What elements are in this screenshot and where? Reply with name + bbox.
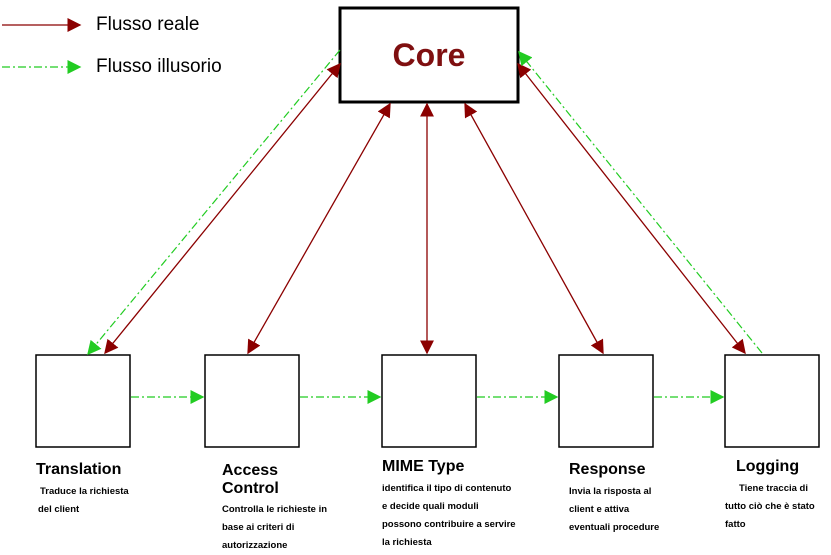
core-label: Core [392,36,466,73]
illusory-flow-core-to-translation [87,49,341,356]
desc-line: eventuali procedure [569,522,660,533]
desc-line: la richiesta [382,537,432,548]
desc-line: Tiene traccia di [739,483,808,494]
desc-line: autorizzazione [222,540,288,551]
module-desc-access-control: Controlla le richieste in base ai criter… [222,501,327,555]
module-title-mime-type: MIME Type [382,458,465,475]
legend-illusory-label: Flusso illusorio [96,56,222,77]
module-desc-mime-type: identifica il tipo di contenuto e decide… [382,480,516,552]
module-box-logging [724,354,820,448]
module-box-translation [35,354,131,448]
illusory-flow-logging-to-core [518,50,763,354]
desc-line: client e attiva [569,504,630,515]
legend-real-label: Flusso reale [96,14,200,35]
module-desc-logging: Tiene traccia di tutto ciò che è stato f… [725,480,815,534]
core-box [338,6,520,104]
real-flow-response [464,102,604,355]
module-desc-response: Invia la risposta al client e attiva eve… [569,483,659,537]
real-flow-logging [517,62,746,355]
module-title-response: Response [569,461,646,478]
desc-line: e decide quali moduli [382,501,479,512]
desc-line: fatto [725,519,746,530]
real-flow-access-control [247,102,391,355]
desc-line: identifica il tipo di contenuto [382,483,512,494]
desc-line: del client [38,504,80,515]
module-title-logging: Logging [736,458,800,475]
module-title-access-control-line1: Access [222,462,279,479]
real-flow-translation [104,62,341,355]
desc-line: possono contribuire a servire [382,519,516,530]
desc-line: tutto ciò che è stato [725,501,815,512]
module-desc-translation: Traduce la richiesta del client [38,483,129,519]
module-box-access-control [204,354,300,448]
desc-line: Invia la risposta al [569,486,652,497]
desc-line: base ai criteri di [222,522,295,533]
desc-line: Traduce la richiesta [40,486,129,497]
module-title-access-control: Access Control [222,462,279,498]
module-box-response [558,354,654,448]
module-box-mime-type [381,354,477,448]
module-title-access-control-line2: Control [222,480,279,497]
desc-line: Controlla le richieste in [222,504,328,515]
module-title-translation: Translation [36,461,122,478]
